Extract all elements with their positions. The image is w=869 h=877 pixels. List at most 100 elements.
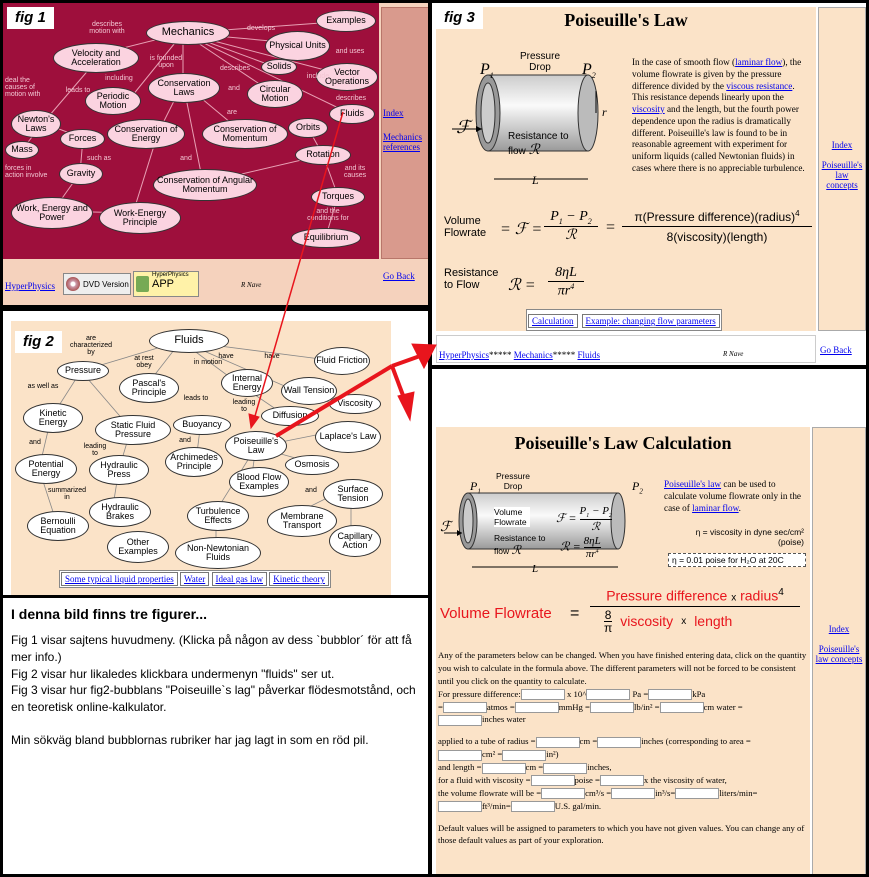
node-hydraulic-press[interactable]: Hydraulic Press <box>89 455 149 485</box>
desc-link[interactable]: viscosity <box>632 104 665 115</box>
node-static-fluid-pressure[interactable]: Static Fluid Pressure <box>95 415 171 445</box>
mmhg-input[interactable] <box>514 702 559 713</box>
index-link[interactable]: Index <box>831 140 853 150</box>
go-back-link[interactable]: Go Back <box>820 345 852 355</box>
dvd-version-badge[interactable]: DVD Version <box>63 273 131 295</box>
node-kinetic-energy[interactable]: Kinetic Energy <box>23 403 83 433</box>
flow-ft3-input[interactable] <box>438 801 482 813</box>
node-physical-units[interactable]: Physical Units <box>265 31 330 61</box>
concepts-link[interactable]: Poiseuille's law concepts <box>821 160 863 190</box>
node-wall-tension[interactable]: Wall Tension <box>281 377 337 405</box>
node-conservation-laws[interactable]: Conservation Laws <box>148 73 220 103</box>
node-internal-energy[interactable]: Internal Energy <box>221 369 273 397</box>
area-cm-input[interactable] <box>438 749 482 761</box>
node-work-energy-principle[interactable]: Work-Energy Principle <box>99 202 181 234</box>
node-turbulence-effects[interactable]: Turbulence Effects <box>187 501 249 531</box>
node-conservation-momentum[interactable]: Conservation of Momentum <box>202 119 288 149</box>
node-work-energy-power[interactable]: Work, Energy and Power <box>11 197 93 229</box>
big-formula[interactable]: Volume Flowrate = Pressure difference x … <box>440 583 810 647</box>
desc-link[interactable]: viscous resistance <box>726 80 793 91</box>
poiseuille-law-link[interactable]: Poiseuille's law <box>664 479 722 489</box>
node-forces[interactable]: Forces <box>60 129 105 149</box>
node-fluid-friction[interactable]: Fluid Friction <box>314 347 370 375</box>
node-newtons-laws[interactable]: Newton's Laws <box>11 110 61 138</box>
node-mechanics[interactable]: Mechanics <box>146 21 230 45</box>
cm-water-input[interactable] <box>659 702 704 713</box>
node-membrane-transport[interactable]: Membrane Transport <box>267 505 337 537</box>
fluids-link[interactable]: Fluids <box>577 350 600 360</box>
hyperphysics-link[interactable]: HyperPhysics <box>439 350 489 360</box>
node-blood-flow-examples[interactable]: Blood Flow Examples <box>229 467 289 497</box>
hyperphysics-link[interactable]: HyperPhysics <box>5 281 55 291</box>
water-link[interactable]: Water <box>179 572 210 586</box>
calculation-link[interactable]: Calculation <box>528 314 578 328</box>
viscosity-water-input[interactable] <box>599 775 644 787</box>
concepts-link[interactable]: Poiseuille's law concepts <box>815 644 863 664</box>
node-poiseuilles-law[interactable]: Poiseuille's Law <box>225 431 287 461</box>
node-non-newtonian-fluids[interactable]: Non-Newtonian Fluids <box>175 537 261 569</box>
inches-water-input[interactable] <box>438 714 482 726</box>
atmos-input[interactable] <box>442 702 487 713</box>
big-vf-label[interactable]: Volume Flowrate <box>440 605 552 622</box>
mechanics-references-link[interactable]: Mechanics references <box>383 132 422 152</box>
node-fluids[interactable]: Fluids <box>329 104 375 124</box>
kinetic-theory-link[interactable]: Kinetic theory <box>269 572 329 586</box>
node-laplaces-law[interactable]: Laplace's Law <box>315 421 381 453</box>
node-conservation-angular-momentum[interactable]: Conservation of Angular Momentum <box>153 169 257 201</box>
flow-gal-input[interactable] <box>510 801 555 813</box>
node-gravity[interactable]: Gravity <box>59 163 103 185</box>
radius-in-input[interactable] <box>597 736 642 748</box>
desc-link[interactable]: laminar flow <box>735 57 783 67</box>
radius-cm-input[interactable] <box>535 736 580 748</box>
node-surface-tension[interactable]: Surface Tension <box>323 479 383 509</box>
flow-in3-input[interactable] <box>611 788 656 800</box>
viscosity-input[interactable] <box>530 775 575 787</box>
area-in-input[interactable] <box>502 749 547 761</box>
node-vector-operations[interactable]: Vector Operations <box>316 63 378 91</box>
pressure-difference-term[interactable]: Pressure difference <box>606 587 728 604</box>
flow-lpm-input[interactable] <box>675 788 720 800</box>
pressure-input[interactable] <box>520 689 565 701</box>
length-cm-input[interactable] <box>481 762 526 774</box>
node-capillary-action[interactable]: Capillary Action <box>329 525 381 557</box>
node-potential-energy[interactable]: Potential Energy <box>15 454 77 484</box>
node-osmosis[interactable]: Osmosis <box>285 455 339 475</box>
length-term[interactable]: length <box>694 613 733 630</box>
node-fluids[interactable]: Fluids <box>149 329 229 353</box>
viscosity-term[interactable]: viscosity <box>620 613 674 630</box>
node-velocity-acceleration[interactable]: Velocity and Acceleration <box>53 43 139 73</box>
liquid-properties-link[interactable]: Some typical liquid properties <box>61 572 178 586</box>
go-back-link[interactable]: Go Back <box>383 271 415 281</box>
node-circular-motion[interactable]: Circular Motion <box>247 80 303 108</box>
node-rotation[interactable]: Rotation <box>295 145 351 165</box>
node-conservation-energy[interactable]: Conservation of Energy <box>107 119 185 149</box>
app-badge[interactable]: HyperPhysics APP <box>133 271 199 297</box>
node-solids[interactable]: Solids <box>261 59 297 75</box>
laminar-flow-link[interactable]: laminar flow <box>692 502 739 513</box>
node-diffusion[interactable]: Diffusion <box>261 406 319 426</box>
index-link[interactable]: Index <box>383 108 404 118</box>
mechanics-link[interactable]: Mechanics <box>513 350 553 360</box>
node-viscosity[interactable]: Viscosity <box>329 394 381 414</box>
node-pressure[interactable]: Pressure <box>57 361 109 381</box>
node-other-examples[interactable]: Other Examples <box>107 531 169 563</box>
index-link[interactable]: Index <box>828 624 850 634</box>
kpa-input[interactable] <box>648 689 693 701</box>
node-archimedes-principle[interactable]: Archimedes Principle <box>165 447 223 477</box>
node-examples[interactable]: Examples <box>316 10 376 32</box>
node-bernoulli-equation[interactable]: Bernoulli Equation <box>27 511 89 541</box>
ideal-gas-law-link[interactable]: Ideal gas law <box>211 572 267 586</box>
node-hydraulic-brakes[interactable]: Hydraulic Brakes <box>89 497 151 527</box>
exponent-input[interactable] <box>586 689 631 701</box>
example-link[interactable]: Example: changing flow parameters <box>581 314 720 328</box>
node-orbits[interactable]: Orbits <box>288 118 328 138</box>
node-periodic-motion[interactable]: Periodic Motion <box>85 87 141 115</box>
node-torques[interactable]: Torques <box>311 187 365 207</box>
node-pascals-principle[interactable]: Pascal's Principle <box>119 373 179 403</box>
node-equilibrium[interactable]: Equilibrium <box>291 228 361 248</box>
flow-cm3-input[interactable] <box>541 788 586 800</box>
node-buoyancy[interactable]: Buoyancy <box>173 415 231 435</box>
radius-term[interactable]: radius <box>740 587 779 604</box>
psi-input[interactable] <box>589 702 634 713</box>
node-mass[interactable]: Mass <box>5 141 39 159</box>
